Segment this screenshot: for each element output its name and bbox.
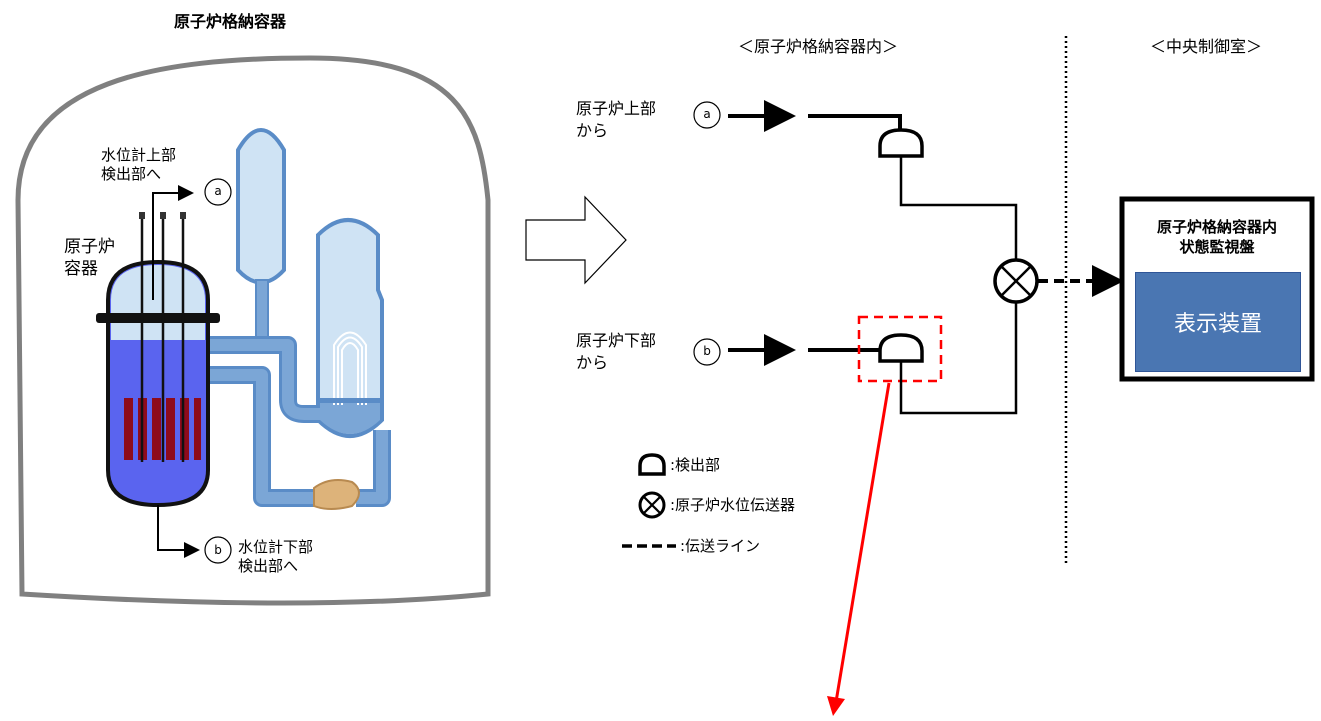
steam-generator-lower xyxy=(320,400,380,434)
control-rods xyxy=(140,215,185,462)
lower-source-line1: 原子炉下部 xyxy=(576,331,657,350)
arrow-right-hollow-icon xyxy=(525,195,627,285)
marker-b-left xyxy=(204,536,232,564)
rod-drive-heads xyxy=(139,212,186,219)
marker-a-left-text: a xyxy=(214,184,222,198)
vessel-label-line1: 原子炉 xyxy=(64,237,115,257)
vessel-label-line2: 容器 xyxy=(64,259,98,279)
containment-title: 原子炉格納容器 xyxy=(174,12,287,31)
reactor-vessel-head-space xyxy=(111,265,205,340)
upper-source-label: 原子炉上部 から xyxy=(576,98,656,142)
lower-signal-line xyxy=(899,303,1018,415)
vessel-label: 原子炉 容器 xyxy=(64,236,115,280)
coolant-pump xyxy=(313,479,360,510)
marker-b-left-text: b xyxy=(214,543,222,557)
transmitter-icon xyxy=(993,258,1039,304)
legend-transmitter-text: :原子炉水位伝送器 xyxy=(670,496,796,514)
control-room-heading: ＜中央制御室＞ xyxy=(1150,37,1263,56)
lower-detector-label: 水位計下部 検出部へ xyxy=(238,538,313,576)
panel-title-line1: 原子炉格納容器内 xyxy=(1156,218,1277,236)
legend-detector-text: :検出部 xyxy=(670,456,721,474)
steam-generator-tubes xyxy=(333,331,367,405)
upper-source-line2: から xyxy=(576,121,609,140)
lower-source-line2: から xyxy=(576,353,609,372)
pressurizer-surge-line xyxy=(255,279,269,343)
upper-impulse-line xyxy=(152,185,194,300)
upper-source-line1: 原子炉上部 xyxy=(576,99,657,118)
panel-title-line2: 状態監視盤 xyxy=(1179,238,1255,256)
marker-b-right xyxy=(693,338,721,366)
upper-detector-label: 水位計上部 検出部へ xyxy=(101,146,176,184)
pressurizer xyxy=(236,128,286,285)
upper-sensing-line xyxy=(808,114,902,134)
marker-a-left xyxy=(204,178,232,206)
callout-arrow xyxy=(834,382,891,703)
inside-heading: ＜原子炉格納容器内＞ xyxy=(738,37,899,56)
upper-detector-icon xyxy=(878,128,924,158)
tube-sheet xyxy=(320,398,380,403)
marker-a-right xyxy=(693,101,721,129)
lower-impulse-line xyxy=(157,505,200,558)
coolant-piping xyxy=(205,336,391,507)
display-device: 表示装置 xyxy=(1135,272,1301,372)
legend-transmitter-icon xyxy=(638,491,666,519)
lower-detector-label-line2: 検出部へ xyxy=(238,557,299,575)
marker-b-right-text: b xyxy=(703,344,711,358)
callout-arrowhead xyxy=(827,696,845,716)
marker-a-right-text: a xyxy=(703,107,711,121)
vessel-flange xyxy=(96,313,220,323)
lower-source-label: 原子炉下部 から xyxy=(576,330,656,374)
display-device-label: 表示装置 xyxy=(1173,312,1262,337)
panel-title: 原子炉格納容器内 状態監視盤 xyxy=(1125,217,1309,257)
upper-detector-label-line2: 検出部へ xyxy=(101,165,162,183)
lower-detector-icon xyxy=(878,333,924,363)
lower-detector-label-line1: 水位計下部 xyxy=(238,538,314,556)
detector-icon xyxy=(638,453,666,476)
upper-signal-line xyxy=(899,156,1018,261)
upper-detector-label-line1: 水位計上部 xyxy=(101,146,177,164)
legend-line-text: :伝送ライン xyxy=(680,537,761,555)
